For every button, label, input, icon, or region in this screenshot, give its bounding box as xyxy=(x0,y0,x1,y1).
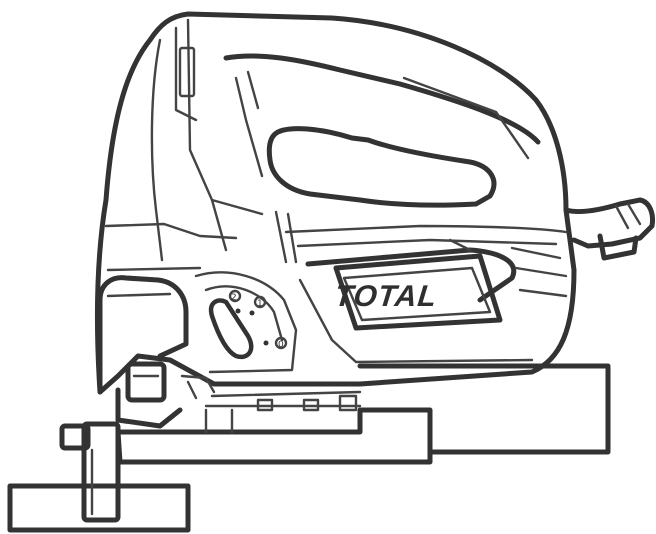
dial-dot xyxy=(235,308,241,314)
blade-clamp xyxy=(97,275,216,429)
dial-mark-1: 1 xyxy=(257,299,263,309)
dial-dot xyxy=(249,310,255,316)
workpiece-board xyxy=(7,363,611,533)
orbital-dial: 2 1 0 xyxy=(194,271,298,374)
saw-blade xyxy=(59,421,121,523)
dial-dot xyxy=(263,340,269,346)
handle-grip xyxy=(178,46,541,208)
dial-mark-0: 0 xyxy=(278,340,284,350)
front-panel: TOTAL xyxy=(274,210,568,364)
tool-housing xyxy=(95,11,577,395)
cord-guard xyxy=(563,197,655,261)
brand-logo: TOTAL xyxy=(333,280,439,313)
base-plate xyxy=(115,390,433,465)
dial-mark-2: 2 xyxy=(231,293,237,303)
